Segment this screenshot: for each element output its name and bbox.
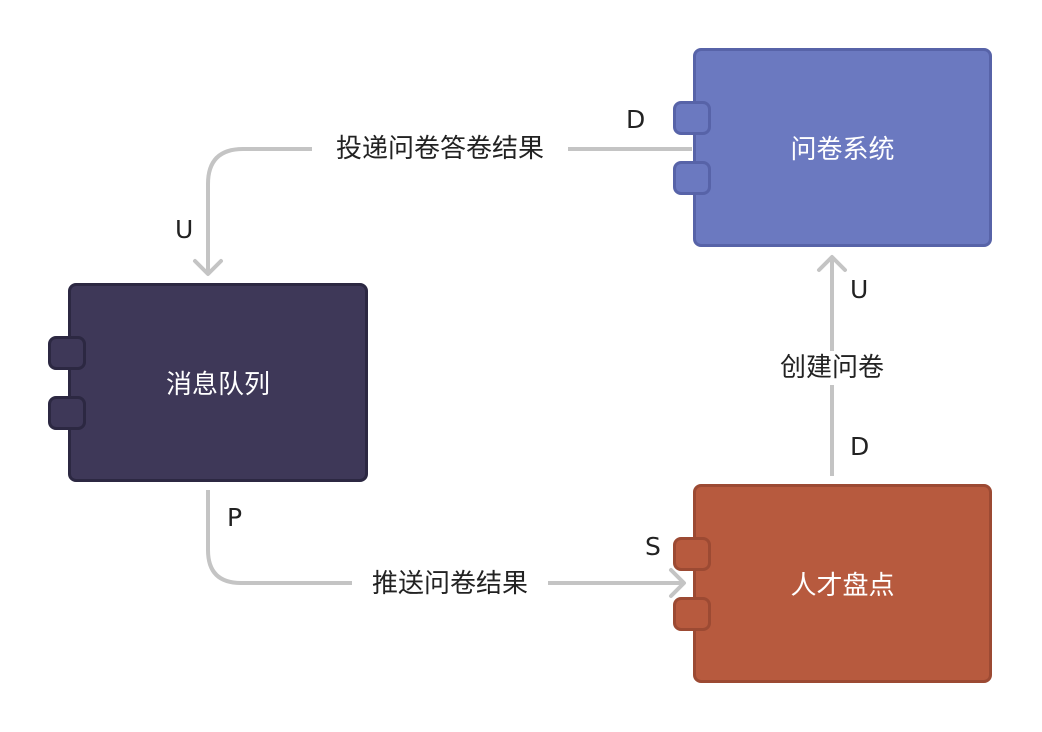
role-push-from: P (227, 503, 243, 532)
role-deliver-to: U (175, 215, 194, 244)
link-push (206, 490, 684, 585)
component-message-queue[interactable]: 消息队列 (68, 283, 368, 482)
port-talent-1 (673, 537, 711, 571)
port-survey-1 (673, 101, 711, 135)
arrowhead-push (669, 568, 686, 598)
port-survey-2 (673, 161, 711, 195)
link-deliver (206, 147, 692, 274)
role-push-to: S (645, 532, 661, 561)
port-talent-2 (673, 597, 711, 631)
port-mq-2 (48, 396, 86, 430)
edge-label-push: 推送问卷结果 (352, 567, 548, 601)
role-deliver-from: D (626, 105, 646, 134)
role-create-from: D (850, 432, 870, 461)
component-talent-review-label: 人才盘点 (790, 571, 895, 601)
arrowhead-create (817, 255, 847, 272)
component-message-queue-label: 消息队列 (165, 370, 270, 400)
component-talent-review[interactable]: 人才盘点 (693, 484, 992, 683)
arrowhead-deliver (193, 259, 223, 276)
component-survey-system-label: 问卷系统 (790, 135, 895, 165)
edge-label-create: 创建问卷 (768, 351, 896, 385)
edge-label-deliver: 投递问卷答卷结果 (312, 132, 568, 166)
component-survey-system[interactable]: 问卷系统 (693, 48, 992, 247)
port-mq-1 (48, 336, 86, 370)
role-create-to: U (850, 275, 869, 304)
